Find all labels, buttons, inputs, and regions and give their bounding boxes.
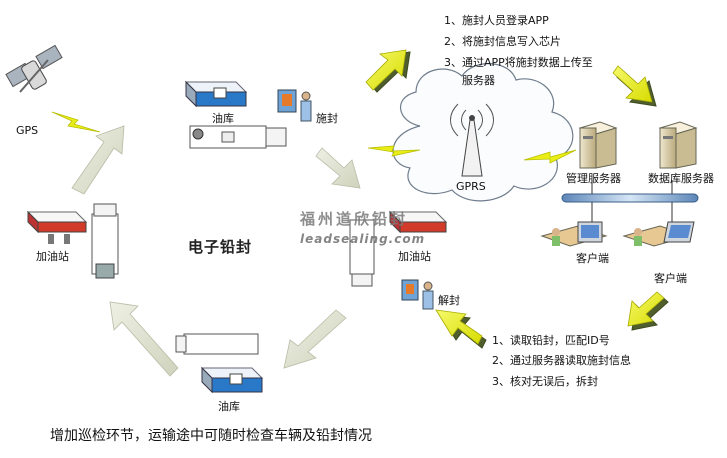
lightning-cloud-icon: [367, 145, 421, 157]
top-step-3: 3、通过APP将施封数据上传至: [444, 56, 593, 69]
depot-top-building: [184, 80, 248, 108]
truck-bottom: [175, 333, 259, 355]
pale-arrow-up-left-bottom: [109, 301, 179, 377]
gas-station-mid: [388, 210, 448, 234]
watermark-title: 福州道欣铅封: [300, 210, 409, 228]
lightning-server-icon: [523, 149, 577, 164]
seal-action-label: 施封: [316, 112, 338, 125]
top-step-2: 2、将施封信息写入芯片: [444, 35, 561, 48]
client1-label: 客户端: [576, 252, 609, 265]
unseal-worker-icon: [401, 279, 434, 310]
depot-top-label: 油库: [212, 112, 234, 125]
pale-arrow-down-left: [283, 309, 347, 369]
truck-left: [91, 203, 119, 279]
lightning-gps-icon: [51, 111, 101, 133]
gps-label: GPS: [16, 124, 39, 137]
bottom-step-3: 3、核对无误后，拆封: [492, 375, 598, 388]
gas-station-left-label: 加油站: [36, 250, 69, 263]
truck-mid: [349, 219, 375, 287]
client2-workstation-icon: [622, 221, 695, 247]
pale-arrow-up-left: [71, 125, 125, 195]
truck-top: [189, 125, 287, 149]
bottom-step-1: 1、读取铅封，匹配ID号: [492, 334, 610, 347]
unseal-action-label: 解封: [438, 294, 460, 307]
db-server-label: 数据库服务器: [648, 172, 714, 185]
gps-satellite-icon: [5, 44, 63, 93]
gprs-tower-icon: [450, 103, 494, 177]
network-bus: [561, 180, 699, 224]
client1-workstation-icon: [540, 221, 608, 247]
client2-label: 客户端: [654, 272, 687, 285]
seal-worker-icon: [277, 89, 312, 122]
mgmt-server-label: 管理服务器: [566, 172, 621, 185]
gas-station-mid-label: 加油站: [398, 250, 431, 263]
depot-bottom-building: [200, 366, 264, 394]
depot-bottom-label: 油库: [218, 400, 240, 413]
gprs-cloud: [392, 63, 574, 202]
top-step-1: 1、施封人员登录APP: [444, 14, 549, 27]
db-server-icon: [658, 121, 698, 169]
arrow-down-to-clients: [627, 291, 669, 331]
gprs-label: GPRS: [456, 180, 486, 193]
arrow-up-to-cloud: [365, 49, 411, 93]
gas-station-left: [26, 210, 88, 244]
bottom-step-2: 2、通过服务器读取施封信息: [492, 354, 631, 367]
arrow-to-unseal: [435, 309, 487, 349]
center-title: 电子铅封: [188, 238, 253, 256]
watermark-url: leadsealing.com: [300, 232, 426, 246]
top-step-3-cont: 服务器: [462, 74, 495, 87]
arrow-to-servers: [612, 65, 657, 107]
mgmt-server-icon: [578, 121, 618, 169]
pale-arrow-down-right: [315, 147, 361, 189]
bottom-caption: 增加巡检环节，运输途中可随时检查车辆及铅封情况: [50, 428, 372, 444]
